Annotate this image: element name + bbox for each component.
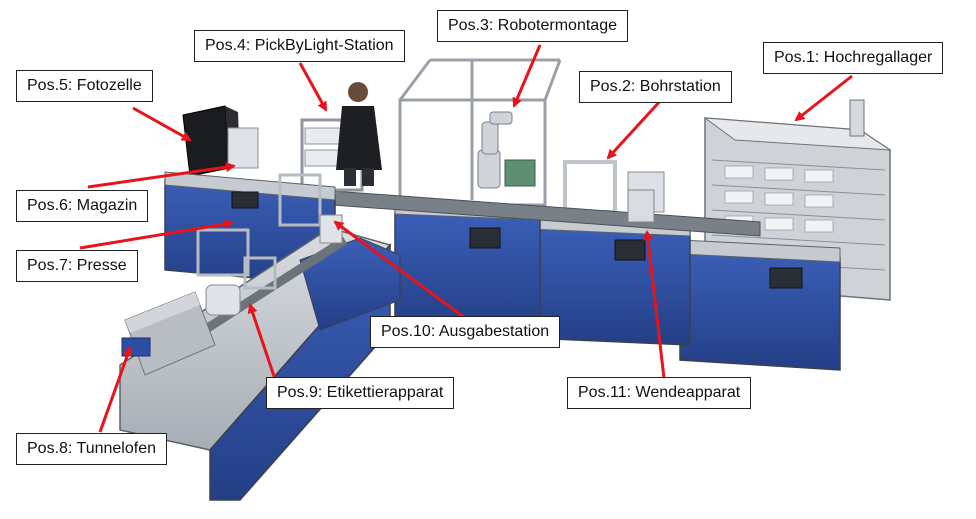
label-pos3: Pos.3: Robotermontage bbox=[437, 10, 628, 42]
label-pos11: Pos.11: Wendeapparat bbox=[567, 377, 752, 409]
robot-arm bbox=[477, 111, 513, 189]
arrow-pos2 bbox=[606, 97, 664, 160]
callout-arrows bbox=[79, 44, 853, 433]
arrow-pos9 bbox=[247, 303, 280, 389]
arrow-pos1 bbox=[794, 74, 853, 122]
arrow-pos6 bbox=[87, 162, 236, 189]
label-pos7: Pos.7: Presse bbox=[16, 250, 138, 282]
arrow-pos11 bbox=[642, 230, 666, 379]
arrow-pos4 bbox=[298, 62, 328, 112]
arrow-pos5 bbox=[132, 106, 192, 142]
worker-figure bbox=[336, 82, 382, 186]
label-pos9: Pos.9: Etikettierapparat bbox=[266, 377, 455, 409]
label-pos2: Pos.2: Bohrstation bbox=[579, 71, 732, 103]
label-pos10: Pos.10: Ausgabestation bbox=[370, 316, 561, 348]
label-pos1: Pos.1: Hochregallager bbox=[763, 42, 944, 74]
turning-unit bbox=[627, 189, 655, 223]
arrow-pos8 bbox=[98, 346, 133, 433]
label-pos5: Pos.5: Fotozelle bbox=[16, 70, 153, 102]
label-pos6: Pos.6: Magazin bbox=[16, 190, 149, 222]
label-pos8: Pos.8: Tunnelofen bbox=[16, 433, 167, 465]
arrow-pos10 bbox=[333, 220, 466, 320]
arrow-pos3 bbox=[512, 44, 542, 108]
arrow-pos7 bbox=[79, 219, 234, 250]
label-pos4: Pos.4: PickByLight-Station bbox=[194, 30, 405, 62]
front-line bbox=[119, 214, 401, 501]
tunnel-oven bbox=[121, 291, 216, 376]
